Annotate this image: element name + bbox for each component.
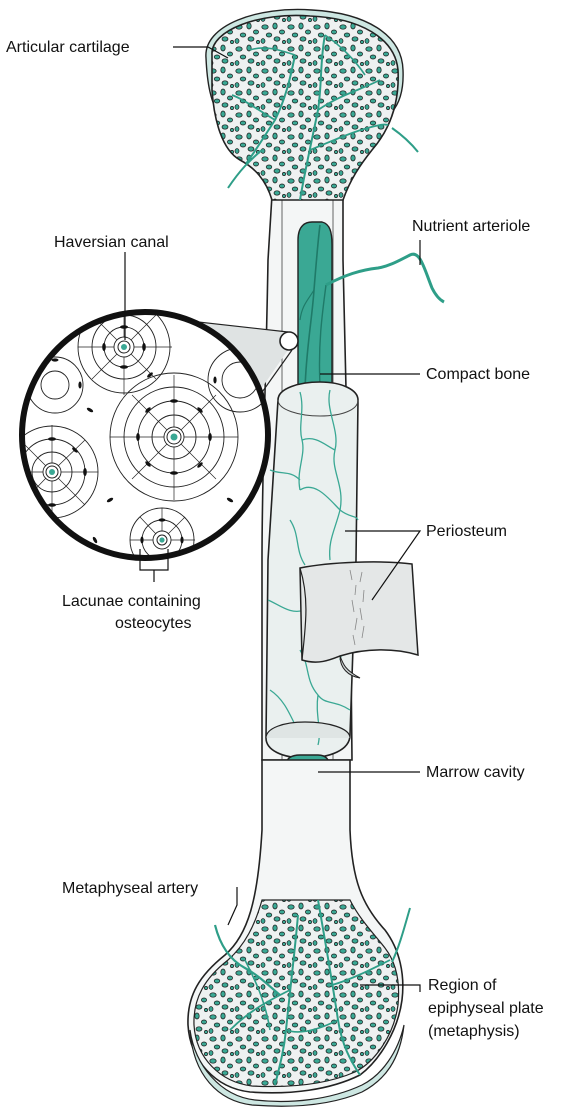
periosteum-flap <box>300 562 418 662</box>
distal-epiphysis <box>188 760 410 1106</box>
label-epiphyseal-line1: Region of <box>428 977 497 994</box>
label-articular-cartilage: Articular cartilage <box>6 39 130 56</box>
label-haversian-canal: Haversian canal <box>54 234 169 251</box>
label-epiphyseal-line2: epiphyseal plate <box>428 1000 544 1017</box>
label-epiphyseal-line3: (metaphysis) <box>428 1023 520 1040</box>
magnified-osteon-view <box>6 300 298 572</box>
proximal-epiphysis <box>206 9 418 200</box>
label-nutrient-arteriole: Nutrient arteriole <box>412 218 530 235</box>
label-periosteum: Periosteum <box>426 523 507 540</box>
periosteum-sleeve <box>266 382 418 758</box>
label-compact-bone: Compact bone <box>426 366 530 383</box>
label-marrow-cavity: Marrow cavity <box>426 764 525 781</box>
upper-marrow-cavity <box>298 222 444 398</box>
label-lacunae-line2: osteocytes <box>115 615 191 632</box>
magnification-source-circle <box>280 332 298 350</box>
label-metaphyseal-artery: Metaphyseal artery <box>62 880 198 897</box>
label-lacunae-line1: Lacunae containing <box>62 593 201 610</box>
